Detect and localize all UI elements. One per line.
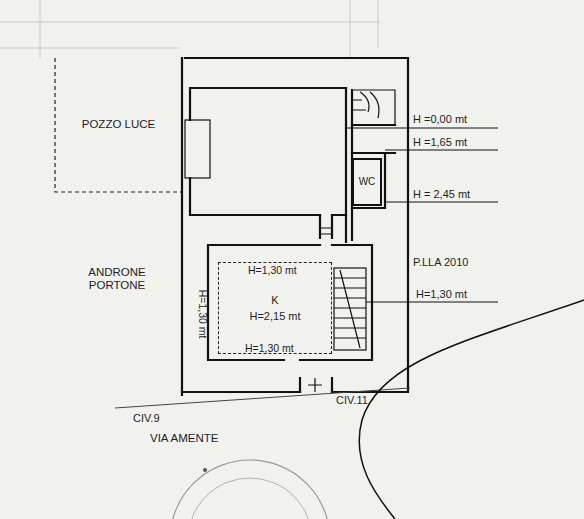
plan-label: ANDRONE PORTONE (80, 266, 154, 292)
height-label: H=1,30 mt (245, 342, 294, 354)
height-label: H=1,30 mt (197, 290, 209, 339)
plan-label: P.LLA 2010 (413, 256, 468, 269)
street-number: CIV.11 (336, 394, 368, 407)
height-label: H =0,00 mt (413, 113, 467, 126)
room-label: WC (359, 176, 376, 188)
room-label: POZZO LUCE (82, 118, 155, 131)
wc-box: WC (352, 158, 382, 206)
height-label: H=1,30 mt (248, 264, 297, 276)
room-label: H=2,15 mt (249, 310, 300, 323)
height-label: H =1,65 mt (413, 136, 467, 149)
plan-label: VIA AMENTE (150, 432, 218, 445)
room-label: K (271, 294, 278, 307)
height-label: H = 2,45 mt (413, 188, 470, 201)
street-number: CIV.9 (133, 412, 160, 425)
light-well: POZZO LUCE (57, 60, 180, 190)
height-label: H=1,30 mt (416, 288, 467, 301)
